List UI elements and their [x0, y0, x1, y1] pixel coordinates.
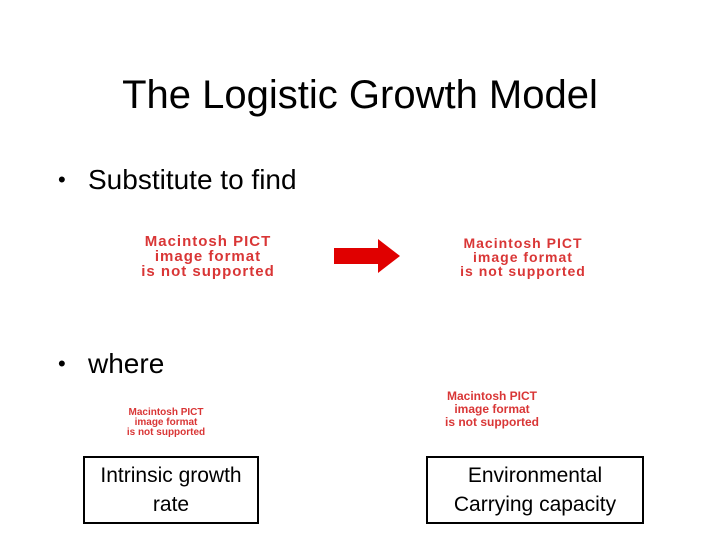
- pict-line: image format: [154, 248, 262, 265]
- pict-placeholder-r: Macintosh PICT image format is not suppo…: [110, 408, 222, 438]
- pict-line: image format: [134, 417, 198, 428]
- label-box-carrying-capacity: Environmental Carrying capacity: [426, 456, 644, 524]
- box-label-line: Carrying capacity: [453, 493, 617, 516]
- pict-line: image format: [473, 249, 573, 265]
- pict-line: is not supported: [126, 427, 206, 438]
- pict-placeholder-k: Macintosh PICT image format is not suppo…: [434, 389, 550, 430]
- bullet-where: • where: [58, 347, 164, 381]
- pict-line: Macintosh PICT: [463, 235, 583, 251]
- box-label-line: Environmental: [467, 464, 603, 487]
- bullet-dot: •: [58, 167, 66, 192]
- bullet-text: where: [88, 348, 165, 379]
- pict-line: image format: [454, 402, 530, 417]
- pict-line: is not supported: [460, 263, 586, 279]
- pict-line: is not supported: [141, 263, 275, 280]
- pict-placeholder-result: Macintosh PICT image format is not suppo…: [430, 236, 616, 278]
- pict-line: Macintosh PICT: [446, 389, 537, 403]
- pict-line: Macintosh PICT: [144, 233, 272, 250]
- box-label-line: rate: [152, 493, 190, 516]
- slide-title: The Logistic Growth Model: [122, 73, 598, 117]
- bullet-substitute: • Substitute to find: [58, 163, 297, 197]
- label-box-intrinsic-growth-rate: Intrinsic growth rate: [83, 456, 259, 524]
- pict-placeholder-equation: Macintosh PICT image format is not suppo…: [108, 234, 308, 279]
- pict-line: is not supported: [445, 415, 539, 430]
- pict-line: Macintosh PICT: [128, 407, 204, 418]
- bullet-text: Substitute to find: [88, 164, 297, 195]
- right-arrow-icon: [334, 239, 400, 273]
- box-label-line: Intrinsic growth: [100, 464, 242, 487]
- bullet-dot: •: [58, 351, 66, 376]
